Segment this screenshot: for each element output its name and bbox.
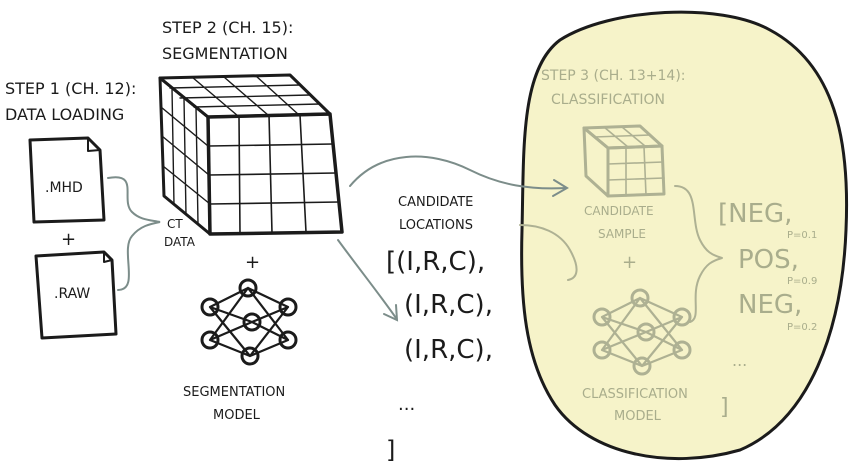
candidate-row-2: (I,R,C), (404, 290, 493, 320)
segmentation-network-icon (200, 278, 298, 366)
step3-highlight-blob (520, 10, 849, 461)
step3-title-line2: CLASSIFICATION (551, 92, 665, 108)
arrow-to-classification (349, 155, 567, 190)
ct-volume-cube-icon (158, 73, 344, 236)
result-prob-3: P=0.2 (787, 322, 817, 333)
result-label-2: POS, (738, 245, 799, 275)
candidate-locations-title-line2: LOCATIONS (399, 218, 473, 233)
classification-model-label-line2: MODEL (614, 409, 662, 424)
step2-title-line1: STEP 2 (CH. 15): (162, 18, 293, 37)
result-ellipsis: ... (732, 351, 747, 370)
mhd-file-icon (28, 136, 106, 224)
segmentation-model-label-line1: SEGMENTATION (183, 385, 285, 400)
arrow-to-candidates-head (383, 304, 399, 322)
step1-title-line1: STEP 1 (CH. 12): (5, 79, 136, 98)
files-brace (107, 176, 161, 291)
step1-title-line2: DATA LOADING (5, 105, 124, 124)
raw-file-label: .RAW (54, 286, 90, 302)
mhd-file-label: .MHD (45, 180, 83, 196)
result-prob-2: P=0.9 (787, 276, 817, 287)
step3-title-line1: STEP 3 (CH. 13+14): (541, 68, 686, 84)
candidate-row-3: (I,R,C), (404, 335, 493, 365)
candidate-sample-cube-icon (582, 124, 666, 198)
candidate-close-bracket: ] (386, 436, 395, 464)
result-label-1: [NEG, (718, 199, 792, 229)
candidate-row-1: [(I,R,C), (386, 247, 485, 277)
step3-inner-flow-line (519, 224, 578, 281)
arrow-to-candidates (337, 239, 397, 319)
candidate-sample-label-line1: CANDIDATE (584, 204, 654, 218)
candidate-sample-label-line2: SAMPLE (598, 227, 646, 241)
segmentation-plus-sign: + (245, 252, 260, 273)
step2-title-line2: SEGMENTATION (162, 44, 288, 63)
ct-data-label-line2: DATA (164, 235, 196, 249)
classification-model-label-line1: CLASSIFICATION (582, 387, 688, 402)
result-label-3: NEG, (738, 290, 802, 320)
candidate-ellipsis: ... (398, 394, 415, 415)
segmentation-model-label-line2: MODEL (213, 408, 261, 423)
files-plus-sign: + (61, 229, 76, 250)
result-prob-1: P=0.1 (787, 230, 817, 241)
ct-data-label-line1: CT (167, 217, 183, 231)
result-close-bracket: ] (720, 395, 729, 420)
raw-file-icon (34, 250, 118, 340)
results-brace (674, 185, 723, 323)
candidate-locations-title-line1: CANDIDATE (398, 195, 473, 210)
classification-plus-sign: + (622, 252, 637, 273)
arrow-to-classification-head (552, 179, 569, 197)
classification-network-icon (592, 288, 692, 376)
